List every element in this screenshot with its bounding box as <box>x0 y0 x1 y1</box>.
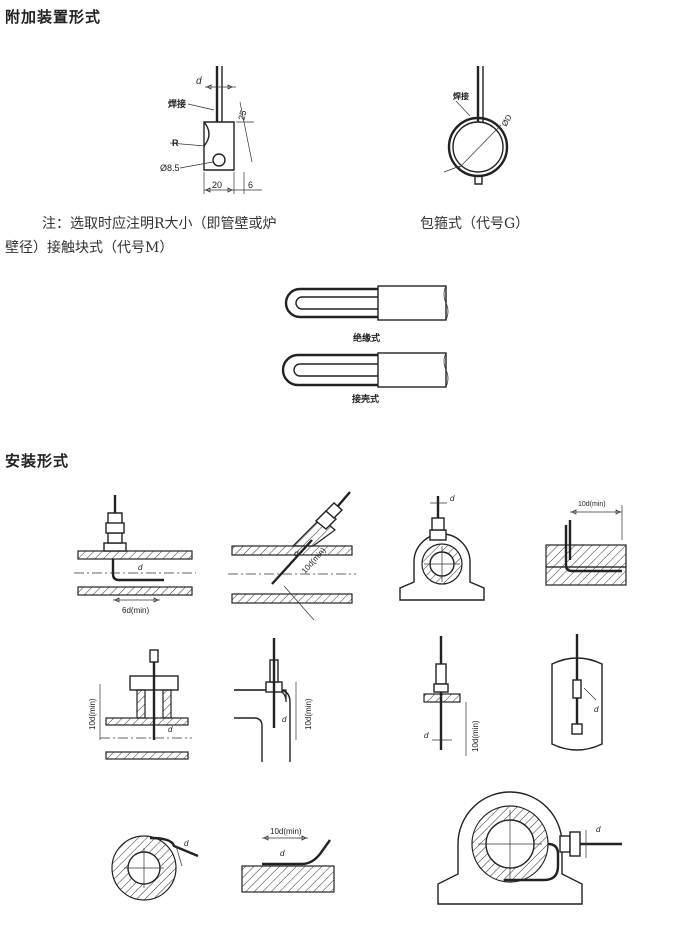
install-through-plate <box>423 636 467 756</box>
installation-forms-heading: 安装形式 <box>5 452 70 470</box>
block-label-hole: Ø8.5 <box>160 163 180 173</box>
install5-label-d: d <box>168 725 173 734</box>
install5-label-10d: 10d(min) <box>88 698 97 730</box>
install-surface-slab <box>241 835 335 893</box>
install10-label-10d: 10d(min) <box>270 827 302 836</box>
block-label-25: 25 <box>236 109 248 121</box>
install-ring-pipe <box>111 835 199 901</box>
install-vertical-cylinder <box>551 634 603 751</box>
block-note-line2: 壁径）接触块式（代号M） <box>5 240 174 256</box>
install-tee-flange <box>99 649 192 760</box>
clamp-note: 包箍式（代号G） <box>420 216 530 232</box>
install-elbow <box>234 638 297 762</box>
install-angled-pipe <box>228 491 356 621</box>
clamp-label-phi-d: ØD <box>500 113 514 128</box>
install-bearing-large <box>437 791 622 905</box>
install10-label-d: d <box>280 849 285 858</box>
install1-label-d: d <box>138 563 143 572</box>
tip-label-grounded: 接壳式 <box>352 393 379 404</box>
install-bearing-small <box>399 496 485 601</box>
attachment-forms-heading: 附加装置形式 <box>5 8 102 26</box>
contact-block-drawing <box>169 66 262 194</box>
install-wall-plate <box>545 505 627 586</box>
install-straight-pipe <box>74 495 196 603</box>
install7-label-d: d <box>424 731 429 740</box>
clamp-drawing <box>443 66 509 185</box>
insulated-tip-drawing <box>284 285 449 321</box>
install3-label-d: d <box>450 494 455 503</box>
install8-label-d: d <box>594 705 599 714</box>
block-label-20: 20 <box>212 180 222 190</box>
block-note-line1: 注：选取时应注明R大小（即管壁或炉 <box>42 216 277 232</box>
install9-label-d: d <box>184 839 189 848</box>
install7-label-10d: 10d(min) <box>471 720 480 752</box>
clamp-label-weld: 焊接 <box>453 91 469 101</box>
install6-label-d: d <box>282 715 287 724</box>
install4-label-10d: 10d(min) <box>578 501 606 508</box>
block-label-weld: 焊接 <box>168 98 186 109</box>
install2-label-d: d <box>294 549 299 558</box>
block-label-r: R <box>172 138 179 148</box>
install6-label-10d: 10d(min) <box>304 698 313 730</box>
tip-label-insulated: 绝缘式 <box>353 332 380 343</box>
install1-label-6d: 6d(min) <box>122 606 149 615</box>
block-label-d: d <box>196 76 202 87</box>
grounded-tip-drawing <box>281 352 449 388</box>
install11-label-d: d <box>596 825 601 834</box>
block-label-6: 6 <box>248 180 253 190</box>
